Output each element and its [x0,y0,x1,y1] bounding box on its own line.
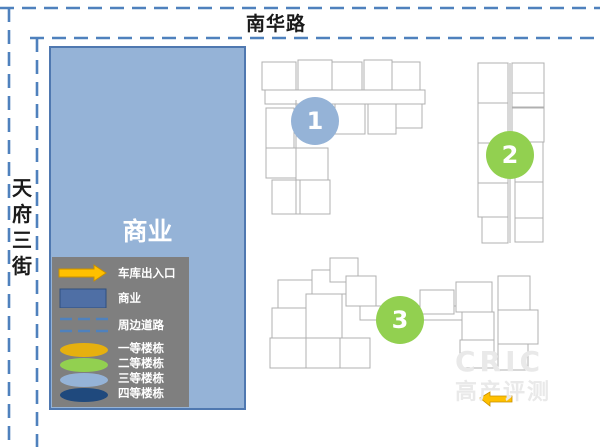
watermark-brand: CRIC [455,345,545,378]
legend-label: 一等楼栋 [118,341,164,355]
commercial-swatch-icon [59,288,107,308]
legend-item-grade-1: 一等楼栋 [52,342,189,362]
building-3-outline [269,257,539,371]
watermark-subtitle: 高产评测 [455,380,552,405]
ellipse-grade-3-icon [60,373,108,387]
garage-entrance-arrow-icon [479,391,513,407]
legend-label: 四等楼栋 [118,386,164,400]
legend-item-garage: 车库出入口 [52,263,189,283]
north-road-label: 南华路 [246,13,307,35]
legend-label: 周边道路 [118,318,164,332]
building-1-badge: 1 [291,97,339,145]
legend-item-commercial: 商业 [52,288,189,308]
garage-arrow-icon [58,264,107,282]
legend-item-roads: 周边道路 [52,315,189,335]
building-3-badge: 3 [376,296,424,344]
legend-label: 车库出入口 [118,266,176,280]
ellipse-grade-2-icon [60,358,108,372]
legend-item-grade-4: 四等楼栋 [52,387,189,407]
legend-label: 二等楼栋 [118,356,164,370]
legend-item-grade-3: 三等楼栋 [52,372,189,392]
building-2-badge: 2 [486,131,534,179]
commercial-label: 商业 [122,217,173,246]
legend-item-grade-2: 二等楼栋 [52,357,189,377]
ellipse-grade-1-icon [60,343,108,357]
dashed-road-icon [60,317,108,333]
legend-label: 三等楼栋 [118,371,164,385]
ellipse-grade-4-icon [60,388,108,402]
map-legend: 车库出入口 商业 周边道路 一等楼栋 [52,257,189,407]
legend-label: 商业 [118,291,141,305]
building-1-outline [261,59,426,215]
cric-watermark: CRIC 高产评测 [455,345,551,406]
west-road-label: 天府三街 [12,176,32,278]
